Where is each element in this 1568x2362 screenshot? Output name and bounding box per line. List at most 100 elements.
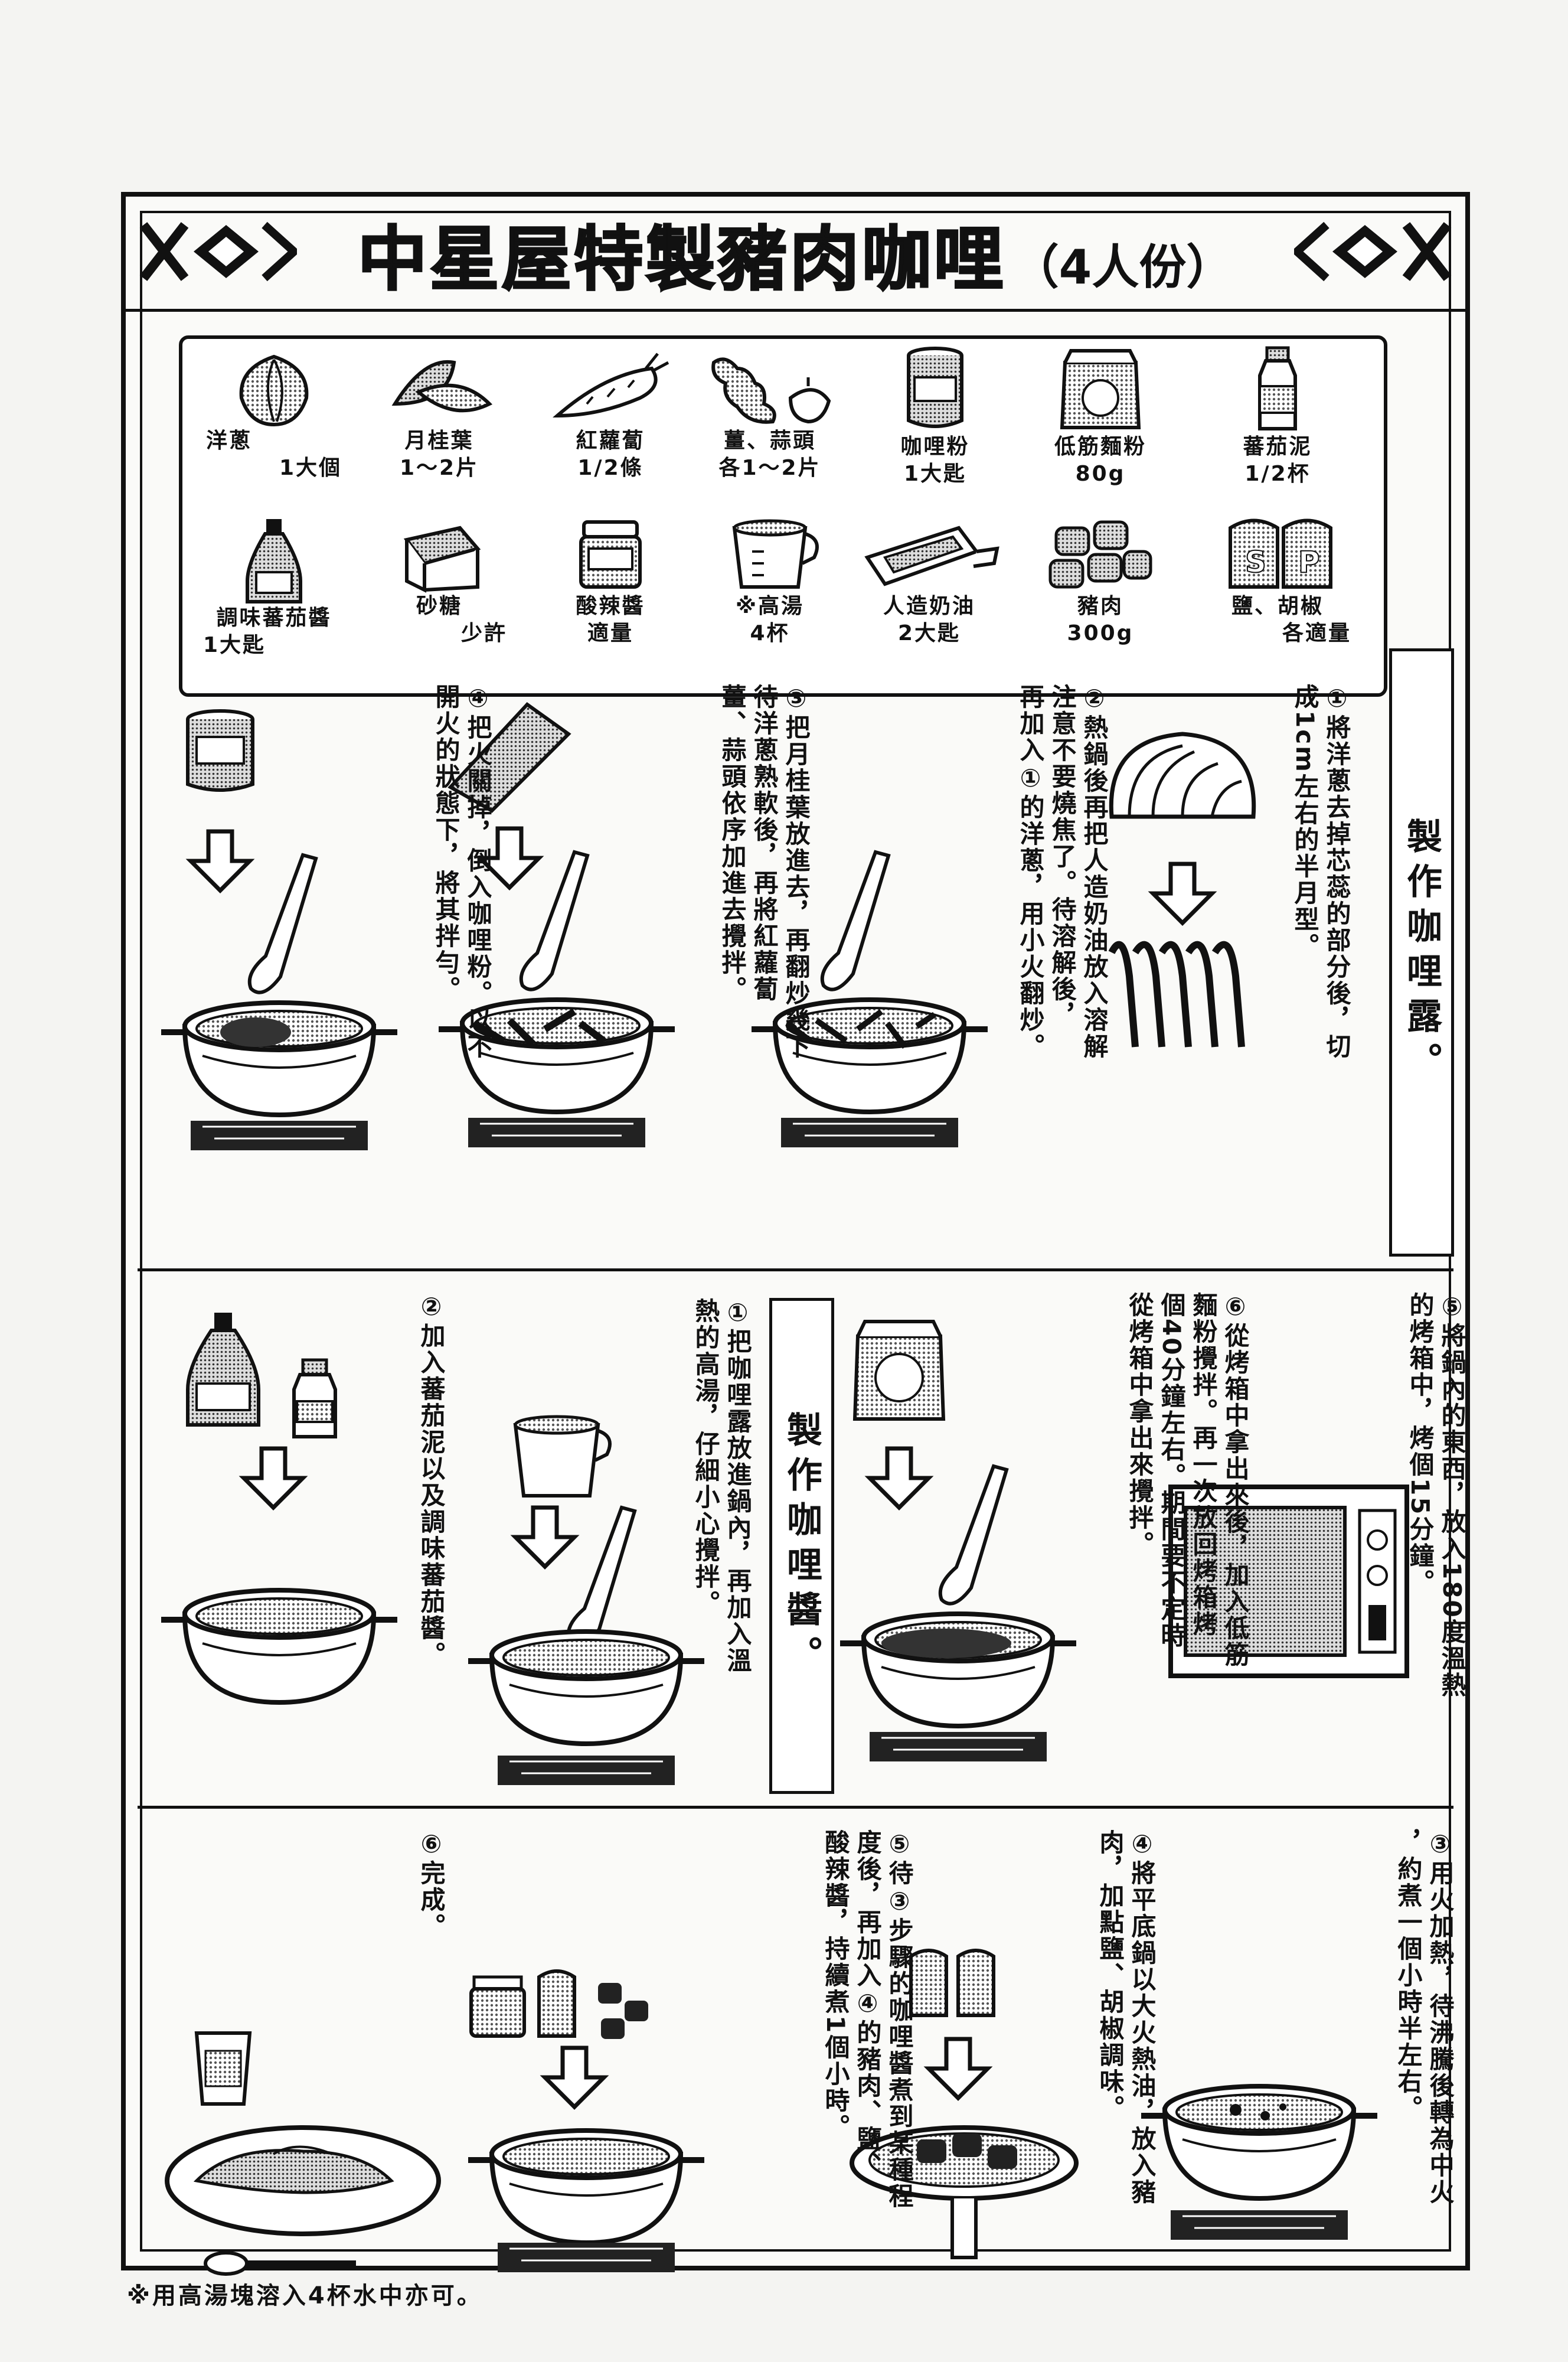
ingredient-item: 酸辣醬 適量 [531,516,690,647]
step-body: 加入蕃茄泥以及調味蕃茄醬。 [417,1323,446,1668]
step-number: ⑥ [417,1829,446,1860]
tomato-puree-bottle-icon [1258,346,1297,430]
step-number: ④ [1128,1829,1157,1860]
step-text: ①將洋蔥去掉芯蕊的部分後，切 成1cm左右的半月型。 [1289,684,1353,1215]
ketchup-bottle-icon [246,519,302,603]
finished-curry-plate-illustration [165,2031,441,2276]
svg-text:S: S [1245,545,1266,579]
ingredient-name: 酸辣醬 [576,594,645,618]
step-number: ③ [782,684,811,715]
ingredient-name: 月桂葉 [404,429,474,453]
step-text: ⑤待③步驟的咖哩醬煮到某種程 度後，再加入④的豬肉、鹽、 酸辣醬，持續煮1個小時… [819,1829,915,2361]
onion-icon [239,354,309,427]
ingredient-item: 砂糖 少許 [360,516,519,647]
frying-pork-illustration [850,1949,1079,2259]
ingredient-name: 鹽、胡椒 [1231,594,1324,618]
simmering-pot-illustration [1129,2015,1389,2241]
onion-slicing-illustration [1108,732,1256,1048]
step-text: ⑥完成。 [415,1829,447,2066]
flour-bag-icon [1060,349,1141,429]
ingredient-item: 洋蔥 1大個 [194,351,354,482]
salt-pepper-shakers-icon: S P [1229,518,1332,589]
step-text: ②熱鍋後再把人造奶油放入溶解 注意不要燒焦了。待溶解後， 再加入①的洋蔥，用小火… [1014,684,1110,1215]
ingredient-name: 調味蕃茄醬 [216,606,332,630]
ingredient-qty: 1/2條 [577,456,643,480]
step-body: 把月桂葉放進去，再翻炒幾下 待洋蔥熟軟後，再將紅蘿蔔 薑、蒜頭依序加進去攪拌。 [718,684,811,1060]
curry-powder-can-icon [907,347,963,428]
title-banner: 中星屋特製豬肉咖哩 （4人份） [126,197,1465,312]
adding-stock-illustration [456,1415,716,1786]
ingredient-item: 蕃茄泥 1/2杯 [1198,345,1357,488]
step-body: 完成。 [417,1860,446,1940]
ingredient-item: 薑、蒜頭 各1～2片 [690,351,850,482]
ingredient-item: ※高湯 4杯 [690,516,850,647]
step-number: ④ [463,684,492,715]
step-body: 把火關掉，倒入咖哩粉。以不 開火的狀態下，將其拌勻。 [432,684,492,1060]
ingredient-item: 豬肉 300g [1021,516,1180,647]
ingredient-item: 紅蘿蔔 1/2條 [531,351,690,482]
section-divider [138,1806,1453,1809]
step-body: 待③步驟的咖哩醬煮到某種程 度後，再加入④的豬肉、鹽、 酸辣醬，持續煮1個小時。 [821,1829,914,2210]
adding-flour-illustration [822,1320,1094,1763]
step-text: ⑥從烤箱中拿出來後，加入低筋 麵粉攪拌。再一次放回烤箱烤 個40分鐘左右。期間要… [1123,1292,1251,1823]
step-number: ⑤ [885,1829,914,1860]
step-body: 從烤箱中拿出來後，加入低筋 麵粉攪拌。再一次放回烤箱烤 個40分鐘左右。期間要不… [1125,1292,1250,1668]
chutney-jar-icon [579,520,642,589]
ingredient-item: 咖哩粉 1大匙 [855,345,1015,488]
adding-vegetables-illustration [427,702,687,1149]
ingredient-qty: 各適量 [1282,621,1351,645]
ingredient-qty: 1大個 [279,456,342,480]
step-body: 把咖哩露放進鍋內，再加入溫 熱的高湯，仔細小心攪拌。 [691,1298,752,1674]
page-frame: 中星屋特製豬肉咖哩 （4人份） 洋蔥 1大個 月桂葉 1～2片 [121,192,1470,2276]
step-body: 熱鍋後再把人造奶油放入溶解 注意不要燒焦了。待溶解後， 再加入①的洋蔥，用小火翻… [1016,684,1109,1060]
ingredient-qty: 4杯 [750,621,790,645]
ingredient-name: 人造奶油 [883,594,975,618]
stock-cup-icon [732,519,819,589]
step-number: ① [1322,684,1351,715]
ingredient-name: 紅蘿蔔 [576,429,645,453]
step-number: ② [1080,684,1109,715]
ingredient-item: 人造奶油 2大匙 [850,516,1009,647]
ingredient-qty: 少許 [460,621,507,645]
step-text: ③用火加熱，待沸騰後轉為中火 ，約煮一個小時半左右。 [1392,1829,1456,2361]
ingredient-name: 蕃茄泥 [1243,435,1312,459]
step-text: ④把火關掉，倒入咖哩粉。以不 開火的狀態下，將其拌勻。 [430,684,494,1215]
step-body: 將洋蔥去掉芯蕊的部分後，切 成1cm左右的半月型。 [1291,684,1351,1060]
ingredient-name: 低筋麵粉 [1054,435,1146,459]
step-number: ⑥ [1221,1292,1250,1323]
ingredient-name: 咖哩粉 [900,435,970,459]
ingredient-item: 調味蕃茄醬 1大匙 [194,516,354,659]
adding-curry-powder-illustration [149,709,409,1151]
section-label-sauce: 製作咖哩醬。 [769,1298,834,1794]
adding-pork-illustration [456,1969,716,2272]
ornament-icon [1294,221,1452,282]
ingredient-qty: 1大匙 [203,633,266,657]
ingredient-qty: 適量 [587,621,633,645]
ingredient-qty: 1～2片 [399,456,479,480]
step-number: ① [723,1298,752,1329]
svg-text:P: P [1298,545,1320,579]
servings-label: （4人份） [1011,239,1234,295]
sauteing-onion-illustration [740,834,999,1149]
section-divider [138,1268,1453,1271]
step-text: ④將平底鍋以大火熱油，放入豬 肉，加點鹽、胡椒調味。 [1094,1829,1158,2361]
ornament-icon [139,221,297,282]
section-label-roux: 製作咖哩露。 [1389,648,1454,1257]
ingredient-item: 月桂葉 1～2片 [360,351,519,482]
ingredient-qty: 各1～2片 [718,456,821,480]
ingredient-name: ※高湯 [736,594,804,618]
ingredient-qty: 2大匙 [897,621,961,645]
step-body: 用火加熱，待沸騰後轉為中火 ，約煮一個小時半左右。 [1394,1829,1455,2206]
oven-illustration [1168,1485,1409,1678]
step-number: ③ [1426,1829,1455,1860]
ingredient-name: 豬肉 [1077,594,1123,618]
ingredient-item: S P 鹽、胡椒 各適量 [1198,516,1357,647]
ingredient-qty: 1/2杯 [1244,462,1311,486]
step-body: 將鍋內的東西，放入180度溫熱 的烤箱中，烤個15分鐘。 [1406,1292,1466,1699]
ingredient-name: 薑、蒜頭 [723,429,816,453]
footnote: ※用高湯塊溶入4杯水中亦可。 [127,2282,483,2309]
sugar-box-icon [403,526,481,593]
carrot-icon [553,353,669,418]
page-title: 中星屋特製豬肉咖哩 [357,217,1006,301]
ingredient-qty: 1大匙 [903,462,967,486]
